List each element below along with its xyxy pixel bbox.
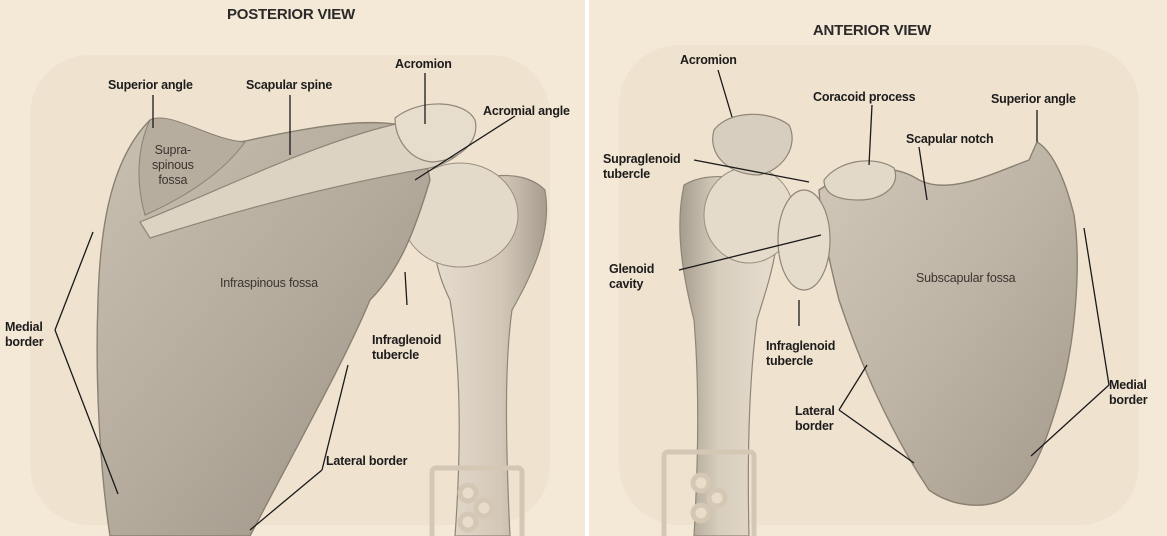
posterior-lateral-border-label: Lateral border [326,454,407,469]
anterior-view-panel: ANTERIOR VIEW Acromion Coracoid process … [589,0,1167,536]
subscapular-fossa-label: Subscapular fossa [916,271,1015,286]
supraspinous-fossa-label: Supra- spinous fossa [152,143,194,188]
anterior-illustration [589,0,1167,536]
posterior-acromion-label: Acromion [395,57,452,72]
anterior-acromion-label: Acromion [680,53,737,68]
glenoid-cavity [778,190,830,290]
posterior-acromial-angle-label: Acromial angle [483,104,570,119]
anterior-lateral-border-label: Lateral border [795,404,835,434]
anterior-view-title: ANTERIOR VIEW [813,22,931,39]
anterior-medial-border-label: Medial border [1109,378,1147,408]
anterior-superior-angle-label: Superior angle [991,92,1076,107]
infraspinous-fossa-label: Infraspinous fossa [220,276,318,291]
posterior-view-title: POSTERIOR VIEW [227,6,355,23]
posterior-infraglenoid-tubercle-label: Infraglenoid tubercle [372,333,441,363]
glenoid-cavity-label: Glenoid cavity [609,262,654,292]
supraglenoid-tubercle-label: Supraglenoid tubercle [603,152,680,182]
coracoid-process-label: Coracoid process [813,90,915,105]
posterior-view-panel: POSTERIOR VIEW Superior angle Scapular s… [0,0,585,536]
posterior-superior-angle-label: Superior angle [108,78,193,93]
posterior-scapular-spine-label: Scapular spine [246,78,332,93]
scapular-notch-label: Scapular notch [906,132,994,147]
anterior-infraglenoid-tubercle-label: Infraglenoid tubercle [766,339,835,369]
posterior-medial-border-label: Medial border [5,320,43,350]
